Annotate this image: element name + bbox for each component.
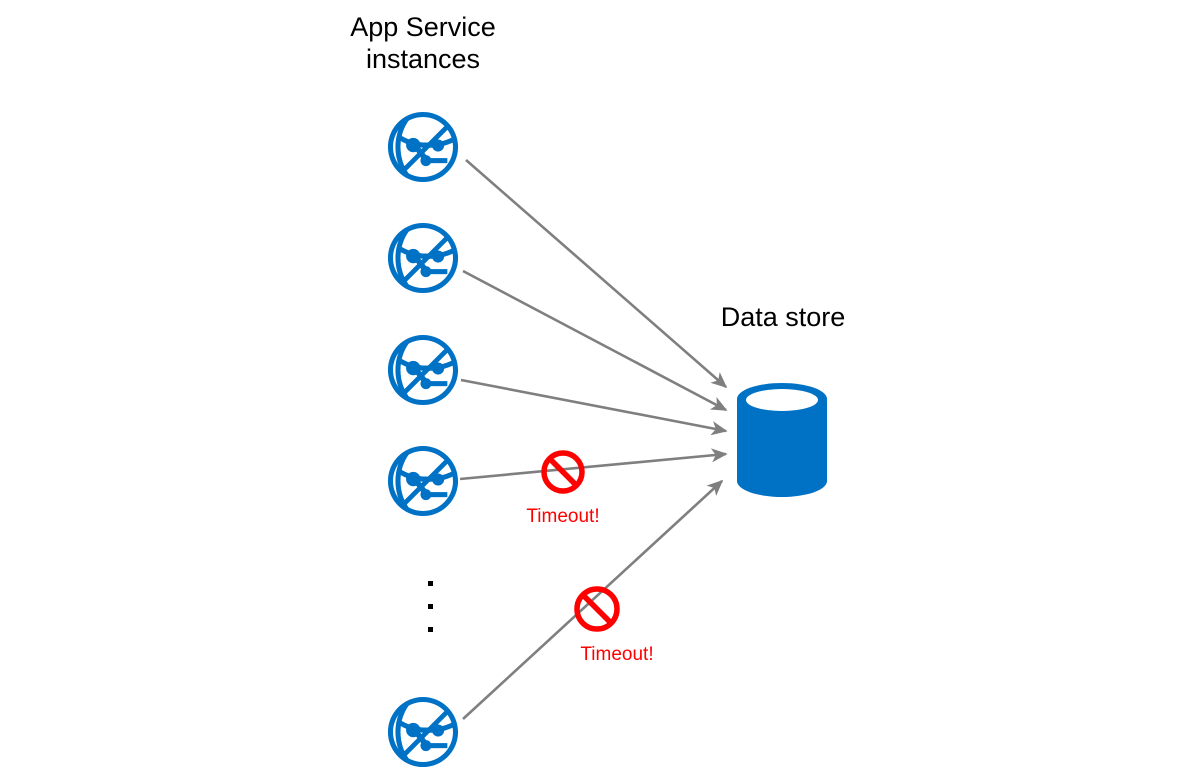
timeout-blocker-1[interactable]: Timeout! — [526, 450, 600, 527]
vertical-ellipsis — [428, 581, 433, 632]
target-title: Data store — [721, 302, 846, 332]
connection-arrow-1 — [465, 159, 728, 389]
app-service-globe-icon-5[interactable] — [387, 696, 459, 768]
timeout-label-2: Timeout! — [580, 644, 653, 665]
connection-arrow-5 — [462, 479, 724, 720]
timeout-blocker-2[interactable]: Timeout! — [574, 586, 654, 665]
no-entry-icon-ring-1 — [541, 450, 585, 494]
app-service-globe-icon-3[interactable] — [387, 334, 459, 406]
no-entry-icon-ring-2 — [574, 586, 620, 632]
connection-arrow-4 — [459, 448, 728, 481]
ellipsis-dot-1 — [428, 581, 433, 586]
data-store-cylinder[interactable] — [737, 383, 827, 497]
source-title-line1: App Service — [350, 12, 496, 42]
connection-arrow-3 — [460, 378, 728, 436]
source-title-line2: instances — [366, 44, 480, 74]
no-entry-icon-bar-1 — [548, 457, 578, 487]
cylinder-top-hole — [746, 389, 818, 411]
ellipsis-dot-3 — [428, 627, 433, 632]
connection-arrow-2 — [462, 269, 728, 412]
timeout-label-1: Timeout! — [526, 506, 599, 527]
app-service-globe-icon-1[interactable] — [387, 111, 459, 183]
app-service-globe-icon-4[interactable] — [387, 445, 459, 517]
source-title: App Service instances — [350, 12, 496, 74]
ellipsis-dot-2 — [428, 604, 433, 609]
connection-arrows — [459, 159, 728, 720]
app-service-globe-icon-2[interactable] — [387, 222, 459, 294]
app-service-instance-group — [387, 111, 459, 768]
no-entry-icon-bar-2 — [581, 593, 613, 625]
